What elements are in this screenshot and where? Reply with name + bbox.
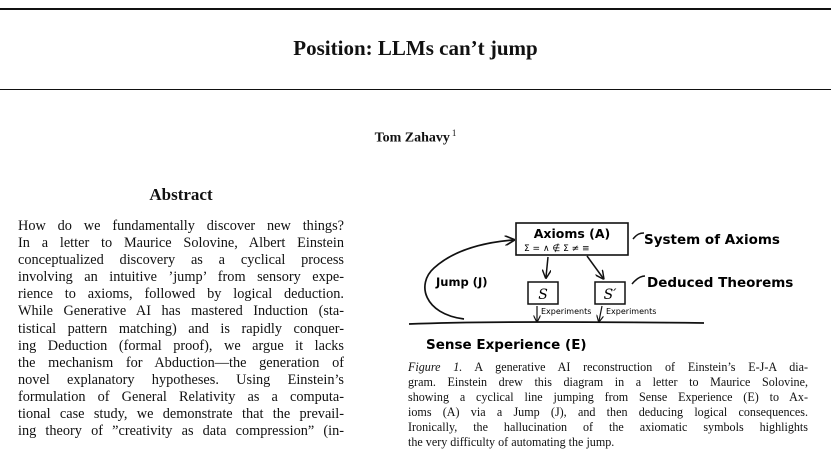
system-connector bbox=[632, 232, 645, 240]
deduced-connector bbox=[631, 275, 646, 285]
paper-title: Position: LLMs can’t jump bbox=[293, 36, 538, 60]
caption-line: Ironically, the hallucination of the axi… bbox=[408, 420, 808, 434]
sense-experience-label: Sense Experience (E) bbox=[426, 337, 587, 353]
deduced-theorems-label: Deduced Theorems bbox=[647, 275, 793, 291]
experiment-arrow-2 bbox=[599, 305, 602, 321]
caption-line: ioms (A) via a Jump (J), and then deduci… bbox=[408, 405, 808, 419]
abstract-line: ing theory of ”creativity as data compre… bbox=[18, 423, 344, 440]
caption-line: the very difficulty of automating the ju… bbox=[408, 435, 615, 449]
experiments-label-2: Experiments bbox=[606, 307, 656, 316]
abstract-line: conceptualized discovery as a cyclical p… bbox=[18, 252, 344, 269]
s-box bbox=[527, 281, 559, 305]
abstract-line: While Generative AI has mastered Inducti… bbox=[18, 303, 344, 320]
abstract-line: How do we fundamentally discover new thi… bbox=[18, 218, 344, 234]
author-affiliation-mark: 1 bbox=[451, 128, 457, 138]
abstract-body: How do we fundamentally discover new thi… bbox=[18, 218, 344, 474]
system-of-axioms-label: System of Axioms bbox=[644, 232, 780, 248]
axioms-box bbox=[515, 222, 629, 256]
abstract-line: the mechanism for Abduction—the generati… bbox=[18, 354, 344, 371]
axioms-label: Axioms (A) bbox=[534, 226, 611, 241]
deduction-arrow-s-prime bbox=[586, 255, 603, 278]
experiments-label-1: Experiments bbox=[541, 307, 591, 316]
caption-line: Figure 1. A generative AI reconstruction… bbox=[408, 360, 808, 375]
abstract-line: novel explanatory hypotheses. Using Eins… bbox=[18, 371, 344, 388]
abstract-line: involving an intuitive ’jump’ from senso… bbox=[18, 269, 344, 286]
eja-diagram: Axioms (A) Σ = ∧ ∉ Σ ≠ ≡ System of Axiom… bbox=[408, 222, 793, 353]
abstract-line: In a letter to Maurice Solovine, Albert … bbox=[18, 235, 344, 252]
s-prime-label: S′ bbox=[604, 287, 618, 303]
jump-label: Jump (J) bbox=[435, 275, 487, 289]
s-label: S bbox=[538, 287, 548, 303]
sense-experience-line bbox=[408, 321, 705, 325]
caption-figure-label: Figure 1. bbox=[408, 360, 463, 374]
deduction-arrow-s bbox=[546, 256, 548, 277]
abstract-line: ing Deduction (formal proof), we argue i… bbox=[18, 337, 344, 354]
caption-line: showing a cyclical line jumping from Sen… bbox=[408, 390, 808, 404]
jump-arrow bbox=[424, 240, 513, 320]
s-prime-box bbox=[594, 281, 626, 305]
title-bottom-rule bbox=[0, 89, 831, 90]
figure-caption: Figure 1. A generative AI reconstruction… bbox=[408, 360, 808, 450]
caption-line: gram. Einstein drew this diagram in a le… bbox=[408, 375, 808, 389]
abstract-line: rience to axioms, followed by logical de… bbox=[18, 286, 344, 303]
axioms-symbols: Σ = ∧ ∉ Σ ≠ ≡ bbox=[524, 243, 590, 254]
top-rule bbox=[0, 8, 831, 10]
caption-line-text: A generative AI reconstruction of Einste… bbox=[474, 360, 809, 374]
abstract-line: tional case study, we demonstrate that t… bbox=[18, 406, 344, 423]
abstract-line: formulation of General Relativity as a c… bbox=[18, 388, 344, 405]
abstract-line: tistical pattern matching) and is rapidl… bbox=[18, 320, 344, 337]
author-name: Tom Zahavy bbox=[374, 130, 450, 146]
abstract-heading: Abstract bbox=[149, 185, 213, 204]
